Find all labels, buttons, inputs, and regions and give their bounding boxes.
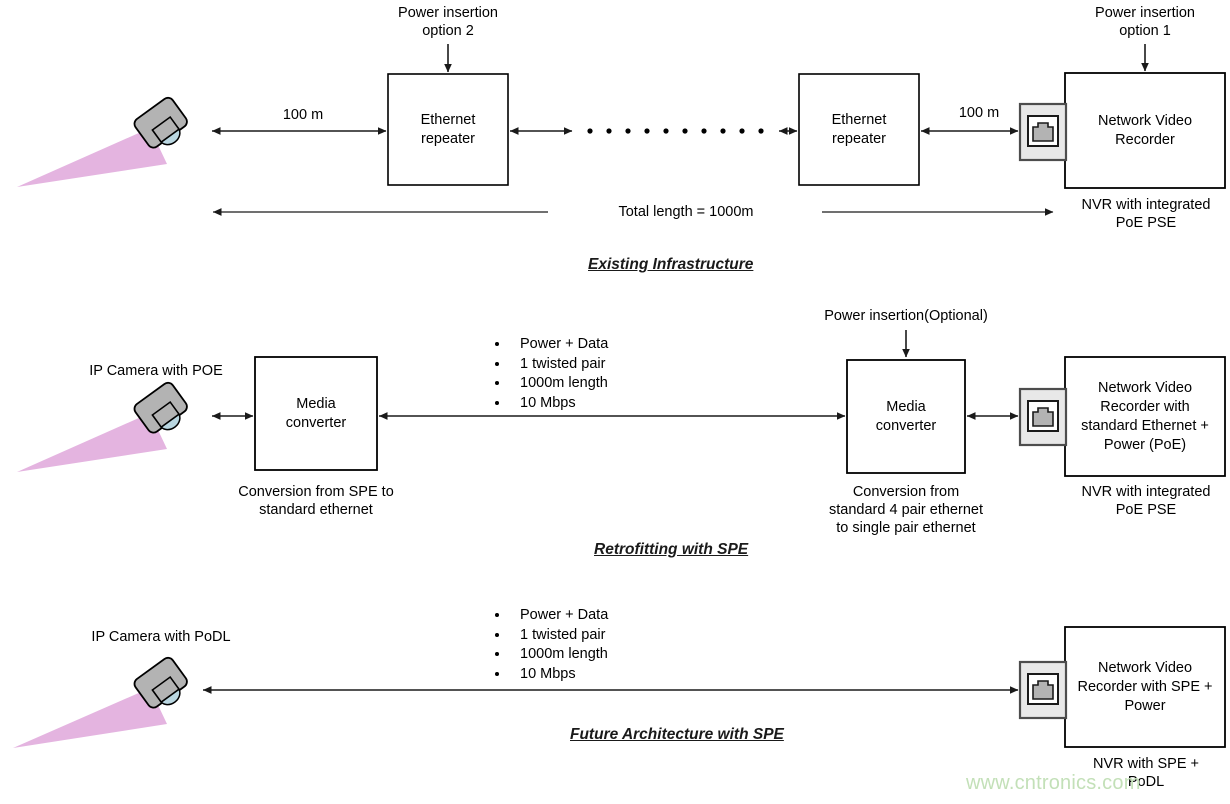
section-title-existing: Existing Infrastructure [588,256,754,273]
link-length-camera-repeater: 100 m [282,107,324,123]
bullet-item: 1000m length [510,645,608,665]
camera-icon-future [133,656,188,709]
media-converter-left-caption: Conversion from SPE to standard ethernet [238,484,394,518]
power-insertion-option-1-label: Power insertion option 1 [1095,5,1195,39]
nvr-caption-future: NVR with SPE + PoDL [1093,756,1199,790]
nvr-caption-existing: NVR with integrated PoE PSE [1081,197,1211,231]
nvr-caption-retrofit: NVR with integrated PoE PSE [1081,484,1211,518]
ethernet-repeater-left-label: Ethernet repeater [420,111,476,147]
site-watermark: www.cntronics.com [966,772,1141,794]
link-length-repeater-nvr: 100 m [958,105,1000,121]
bullet-item: 1 twisted pair [510,626,608,646]
power-insertion-option-2-label: Power insertion option 2 [398,5,498,39]
media-converter-right-label: Media converter [875,398,937,434]
rj45-connector-retrofit [1018,387,1068,447]
bullet-item: 1 twisted pair [510,355,608,375]
media-converter-left-label: Media converter [285,395,347,431]
bullet-item: 1000m length [510,374,608,394]
section-title-future: Future Architecture with SPE [570,726,784,743]
bullet-item: 10 Mbps [510,665,608,685]
network-video-recorder-label: Network Video Recorder [1097,112,1193,148]
rj45-connector-existing [1018,102,1068,162]
spe-link-bullets-retrofit: Power + Data 1 twisted pair 1000m length… [492,335,608,413]
ip-camera-poe-label: IP Camera with POE [89,363,223,379]
ip-camera-podl-label: IP Camera with PoDL [91,629,231,645]
bullet-item: Power + Data [510,606,608,626]
bullet-item: Power + Data [510,335,608,355]
rj45-connector-future [1018,660,1068,720]
power-insertion-optional-label: Power insertion(Optional) [824,308,988,324]
network-video-recorder-spe-label: Network Video Recorder with SPE + Power [1077,659,1213,714]
camera-beam-future [13,688,167,748]
ellipsis-dots [587,128,764,134]
camera-icon-existing [133,96,188,149]
total-length-label: Total length = 1000m [618,204,754,220]
media-converter-right-caption: Conversion from standard 4 pair ethernet… [829,484,983,536]
ethernet-repeater-right-label: Ethernet repeater [831,111,887,147]
bullet-item: 10 Mbps [510,394,608,414]
network-video-recorder-poe-label: Network Video Recorder with standard Eth… [1081,379,1209,453]
section-title-retrofitting: Retrofitting with SPE [594,541,749,558]
camera-icon-retrofit [133,381,188,434]
camera-beam-retrofit [17,413,167,472]
camera-beam-existing [17,128,167,187]
spe-link-bullets-future: Power + Data 1 twisted pair 1000m length… [492,606,608,684]
